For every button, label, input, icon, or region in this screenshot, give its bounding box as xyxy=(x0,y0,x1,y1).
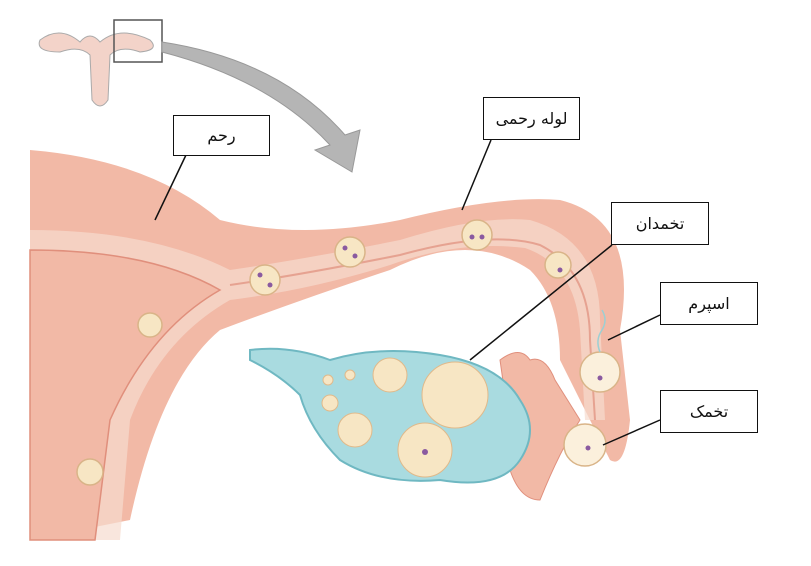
follicle xyxy=(344,369,356,381)
label-sperm: اسپرم xyxy=(660,282,758,325)
zoom-arrow-icon xyxy=(161,41,361,173)
follicle xyxy=(372,357,408,393)
follicle xyxy=(321,394,339,412)
sperm-tail xyxy=(597,309,606,353)
label-egg: تخمک xyxy=(660,390,758,433)
embryo-cells xyxy=(76,219,621,486)
egg-cell xyxy=(563,423,607,467)
inset-highlight-box xyxy=(113,19,163,63)
label-fallopian-tube: لوله رحمی xyxy=(483,97,580,140)
nuclei xyxy=(257,234,603,455)
follicle xyxy=(421,361,489,429)
follicle xyxy=(337,412,373,448)
follicle xyxy=(322,374,334,386)
label-uterus: رحم xyxy=(173,115,270,156)
egg-with-sperm xyxy=(579,351,621,393)
label-ovary: تخمدان xyxy=(611,202,709,245)
leader-lines xyxy=(154,139,661,446)
inset-uterus-thumbnail xyxy=(38,19,163,107)
